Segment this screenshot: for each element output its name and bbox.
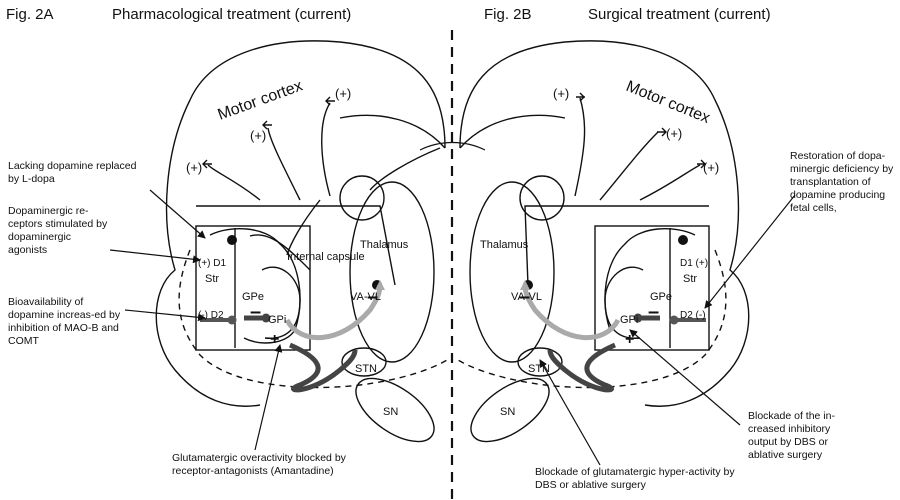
left-fiber-2 <box>322 103 330 196</box>
left-plus-3: (+) <box>186 160 202 175</box>
left-str-label: Str <box>205 273 219 285</box>
left-d2-label: (-) D2 <box>198 310 224 321</box>
left-gpi-plus: + <box>270 331 279 348</box>
annotation-inhibitory-output: Blockade of the in-creased inhibitory ou… <box>748 410 858 462</box>
right-d2-node <box>670 316 679 325</box>
right-stn-gpi-path <box>550 345 615 390</box>
right-d1-label: D1 (+) <box>680 258 708 269</box>
arrow-restoration <box>705 195 795 308</box>
right-vavl-minus: – <box>519 286 530 308</box>
annotation-glutamatergic: Glutamatergic overactivity blocked by re… <box>172 452 352 478</box>
left-stn-label: STN <box>355 363 377 375</box>
arrow-bioavailability <box>125 310 205 318</box>
left-vavl-minus: – <box>367 286 378 308</box>
left-sn-label: SN <box>383 406 398 418</box>
right-plus-3: (+) <box>703 160 719 175</box>
right-synapse-2-icon <box>576 93 585 101</box>
left-d1-node <box>227 235 237 245</box>
left-fiber-3 <box>208 165 260 200</box>
right-thalamus <box>470 182 554 362</box>
left-gpe-outline <box>210 229 300 343</box>
right-thalamus-top-lobe <box>520 176 564 220</box>
right-gpe-minus: – <box>648 301 659 323</box>
annotation-receptors: Dopaminergic re-ceptors stimulated by do… <box>8 205 108 257</box>
left-thalamus-label: Thalamus <box>360 239 409 251</box>
internal-capsule-label: Internal capsule <box>287 251 365 263</box>
right-synapse-1-icon <box>657 128 666 136</box>
right-gpi-plus: + <box>625 331 634 348</box>
right-d2-label: D2 (-) <box>680 310 706 321</box>
right-sn-label: SN <box>500 406 515 418</box>
arrow-ldopa <box>150 190 205 238</box>
midline-crossing <box>420 143 485 151</box>
arrow-glutamatergic <box>255 345 280 450</box>
left-plus-2: (+) <box>250 128 266 143</box>
left-gpe-minus: – <box>250 301 261 323</box>
right-fiber-3 <box>640 165 700 200</box>
left-gpi-label: GPi <box>268 314 286 326</box>
left-fiber-1 <box>268 128 300 200</box>
right-plus-1: (+) <box>553 86 569 101</box>
annotation-ldopa: Lacking dopamine replaced by L-dopa <box>8 160 143 186</box>
left-d2-node <box>228 316 237 325</box>
annotation-restoration: Restoration of dopa-minergic deficiency … <box>790 150 895 215</box>
arrow-receptors <box>110 250 200 260</box>
right-plus-2: (+) <box>666 126 682 141</box>
right-motor-cortex-label: Motor cortex <box>624 78 713 127</box>
left-corpus-callosum <box>370 148 440 190</box>
right-gpi-label: GPi <box>620 314 638 326</box>
left-cortex-inner <box>340 115 445 148</box>
left-motor-cortex-label: Motor cortex <box>216 77 305 123</box>
right-cortex-inner <box>460 115 565 148</box>
right-stn-label: STN <box>528 363 550 375</box>
right-fiber-1 <box>600 132 658 200</box>
left-thalamus-top-lobe <box>340 176 384 220</box>
left-plus-1: (+) <box>335 86 351 101</box>
annotation-bioavailability: Bioavailability of dopamine increas-ed b… <box>8 296 123 348</box>
annotation-glutamatergic-right: Blockade of glutamatergic hyper-activity… <box>535 466 735 492</box>
right-str-label: Str <box>683 273 697 285</box>
left-d1-label: (+) D1 <box>198 258 227 269</box>
right-fiber-2 <box>575 98 585 196</box>
left-fiber-4 <box>287 200 320 255</box>
left-stn-gpi-path <box>290 345 355 390</box>
left-synapse-2-icon <box>326 97 335 105</box>
right-thalamus-label: Thalamus <box>480 239 529 251</box>
right-d1-node <box>678 235 688 245</box>
